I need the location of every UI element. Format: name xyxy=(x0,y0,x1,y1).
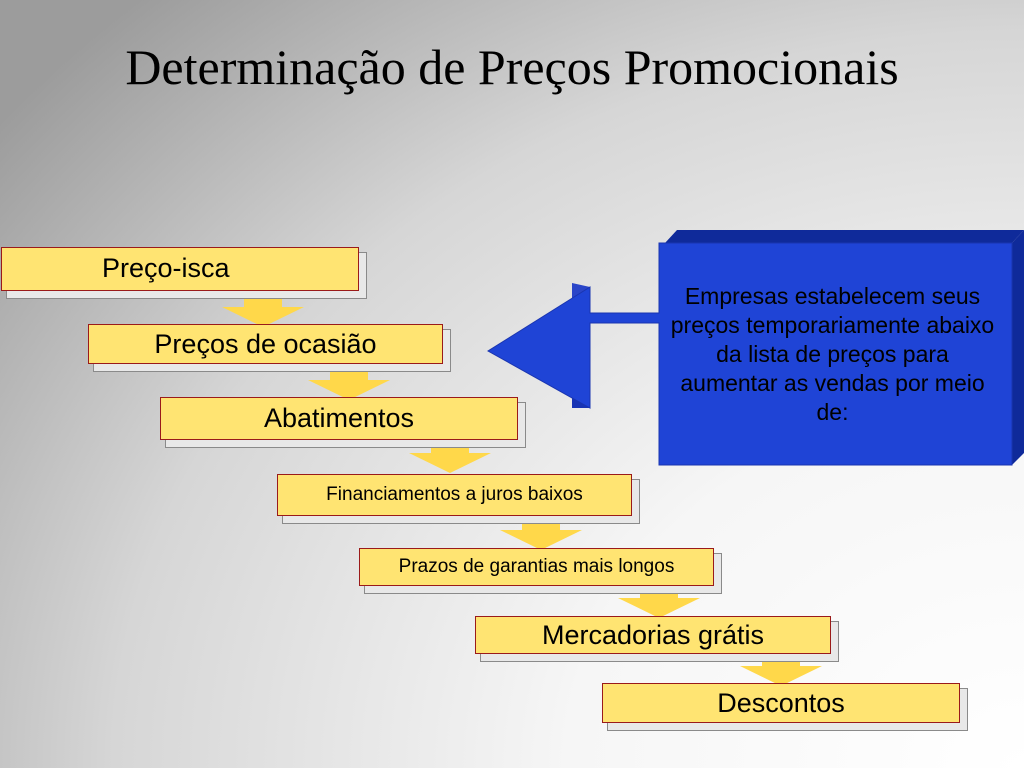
step-label: Financiamentos a juros baixos xyxy=(277,474,632,516)
step-label: Abatimentos xyxy=(160,397,518,440)
step-precos-de-ocasiao: Preços de ocasião xyxy=(88,324,451,372)
step-financiamentos: Financiamentos a juros baixos xyxy=(277,474,640,524)
step-label: Prazos de garantias mais longos xyxy=(359,548,714,586)
connector-arrow xyxy=(500,520,582,550)
step-label: Descontos xyxy=(602,683,960,723)
step-prazos-garantias: Prazos de garantias mais longos xyxy=(359,548,722,594)
connector-arrow xyxy=(308,370,390,400)
connector-arrow xyxy=(740,656,822,686)
step-preco-isca: Preço-isca xyxy=(1,247,367,299)
step-abatimentos: Abatimentos xyxy=(160,397,526,448)
step-mercadorias-gratis: Mercadorias grátis xyxy=(475,616,839,662)
page-title: Determinação de Preços Promocionais xyxy=(125,39,899,95)
step-label: Mercadorias grátis xyxy=(475,616,831,654)
step-label: Preços de ocasião xyxy=(88,324,443,364)
step-label: Preço-isca xyxy=(1,247,359,291)
connector-arrow xyxy=(618,588,700,618)
callout-arrow-shape xyxy=(487,230,1024,466)
callout-text: Empresas estabelecem seus preços tempora… xyxy=(670,282,995,425)
connector-arrow xyxy=(409,443,491,473)
connector-arrow xyxy=(222,297,304,327)
step-descontos: Descontos xyxy=(602,683,968,731)
